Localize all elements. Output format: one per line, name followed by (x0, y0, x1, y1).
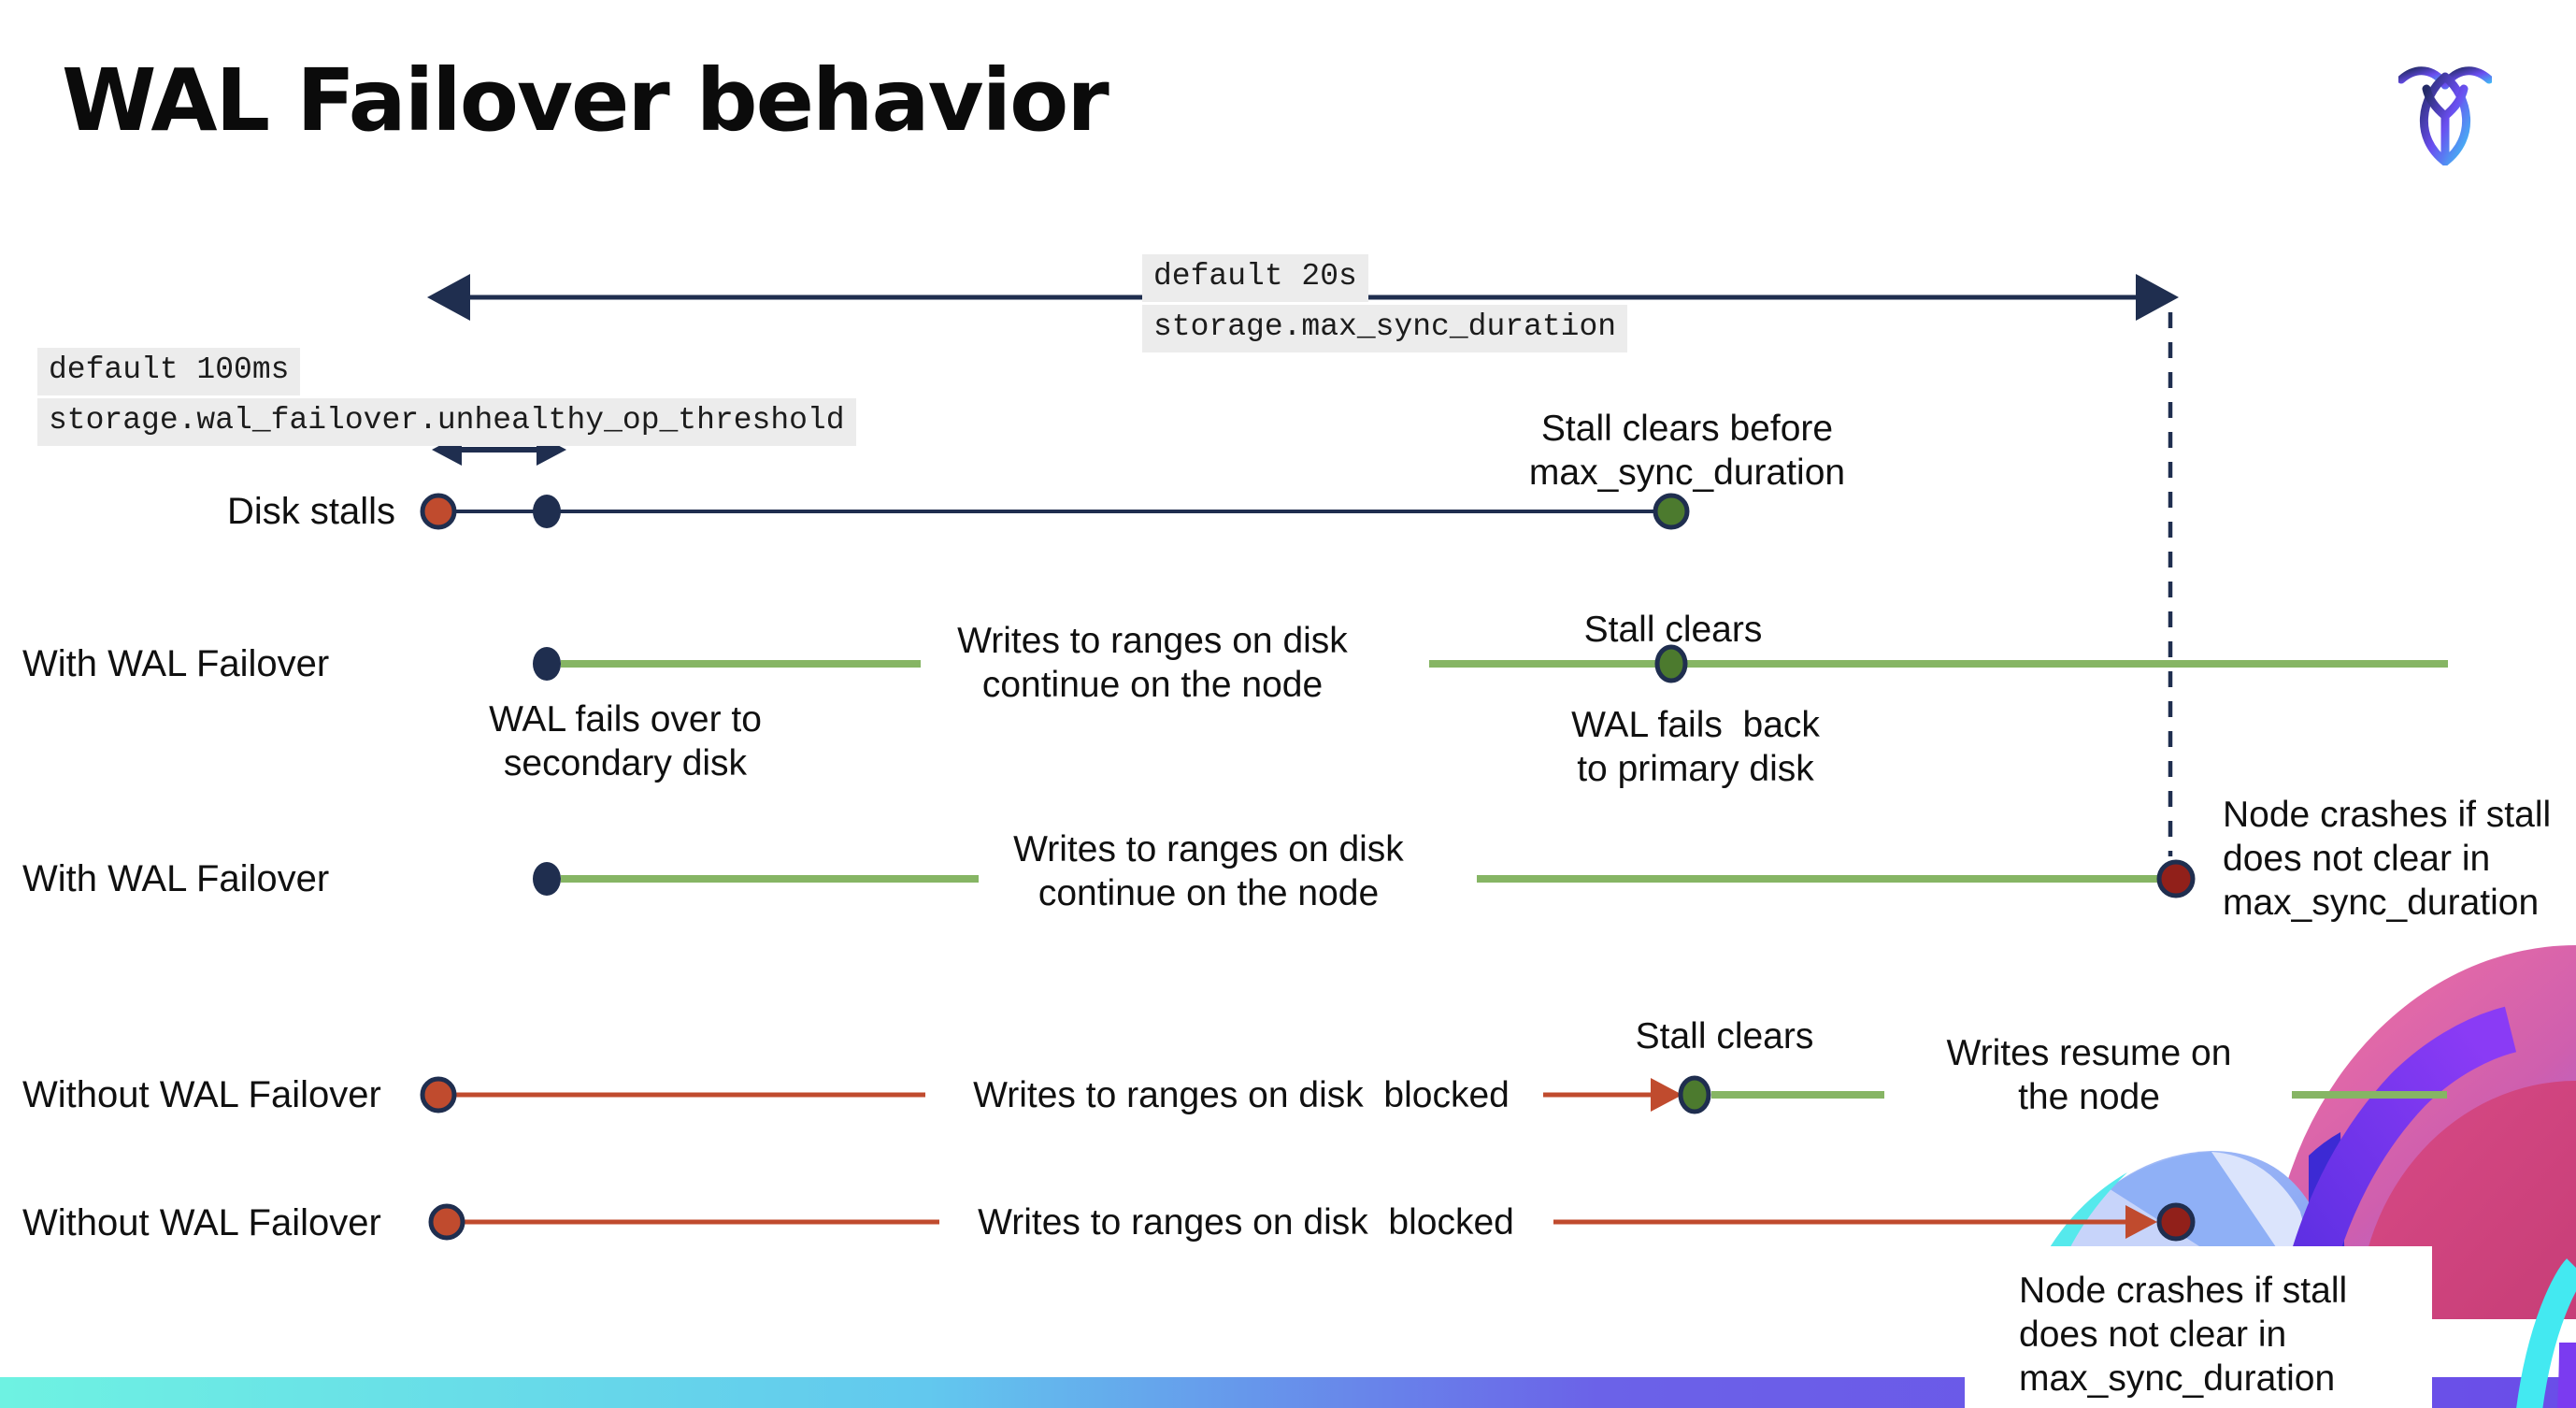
note-stall-clears-row2: Stall clears (1583, 610, 1763, 650)
note-node-crashes-row3: Node crashes if stall does not clear in … (2223, 795, 2552, 923)
note-writes-blocked-row4: Writes to ranges on disk blocked (973, 1075, 1510, 1115)
note-node-crashes-row5: Node crashes if stall does not clear in … (2019, 1271, 2348, 1399)
row-label-without-wal-failover-2: Without WAL Failover (22, 1202, 381, 1243)
note-stall-clears-before: Stall clears before max_sync_duration (1528, 409, 1846, 493)
row-without-wal-failover-1-track (420, 1075, 2447, 1114)
row-label-with-wal-failover-2: With WAL Failover (22, 858, 330, 899)
note-writes-blocked-row5: Writes to ranges on disk blocked (978, 1202, 1514, 1243)
stall-start-dot (420, 1076, 457, 1113)
stall-start-dot (428, 1203, 465, 1241)
failover-threshold-dot (533, 495, 561, 528)
setting-name: storage.max_sync_duration (1142, 305, 1628, 352)
row-disk-stalls-track (420, 493, 1690, 530)
row-label-disk-stalls: Disk stalls (227, 491, 396, 532)
node-crash-dot (2156, 1202, 2196, 1242)
row-with-wal-failover-1-track (533, 644, 2448, 683)
max-sync-duration-label: default 20s storage.max_sync_duration (1142, 254, 1628, 355)
unhealthy-op-threshold-label: default 100ms storage.wal_failover.unhea… (37, 348, 856, 449)
wing-cyan-arc (2516, 1258, 2576, 1408)
stall-start-dot (420, 493, 457, 530)
row-with-wal-failover-2-track (533, 859, 2196, 898)
note-writes-continue-row3: Writes to ranges on disk continue on the… (1013, 829, 1404, 913)
stall-clears-dot (1678, 1075, 1711, 1114)
failover-dot (533, 862, 561, 896)
note-stall-clears-row4: Stall clears (1635, 1016, 1814, 1056)
arrowhead-right-icon (1651, 1078, 1682, 1112)
note-writes-continue-row2: Writes to ranges on disk continue on the… (957, 621, 1348, 705)
setting-default-value: default 20s (1142, 254, 1368, 302)
setting-default-value: default 100ms (37, 348, 301, 395)
node-crash-callout-box: Node crashes if stall does not clear in … (1965, 1246, 2432, 1408)
arrowhead-left-icon (427, 274, 470, 321)
page-title: WAL Failover behavior (62, 50, 1109, 151)
arrowhead-right-icon (2125, 1205, 2157, 1239)
arrowhead-right-icon (2136, 274, 2179, 321)
note-writes-resume: Writes resume on the node (1946, 1033, 2232, 1117)
row-label-with-wal-failover-1: With WAL Failover (22, 643, 330, 684)
failover-dot (533, 647, 561, 681)
node-crash-dot (2156, 859, 2196, 898)
note-wal-fails-over: WAL fails over to secondary disk (489, 699, 762, 783)
setting-name: storage.wal_failover.unhealthy_op_thresh… (37, 398, 856, 446)
row-label-without-wal-failover-1: Without WAL Failover (22, 1074, 381, 1115)
stall-clears-dot (1653, 493, 1690, 530)
cockroachdb-logo (2398, 66, 2492, 165)
row-without-wal-failover-2-track (428, 1202, 2196, 1242)
note-wal-fails-back: WAL fails back to primary disk (1571, 705, 1820, 789)
stall-clears-dot (1654, 644, 1688, 683)
logo-vein (2422, 84, 2469, 165)
